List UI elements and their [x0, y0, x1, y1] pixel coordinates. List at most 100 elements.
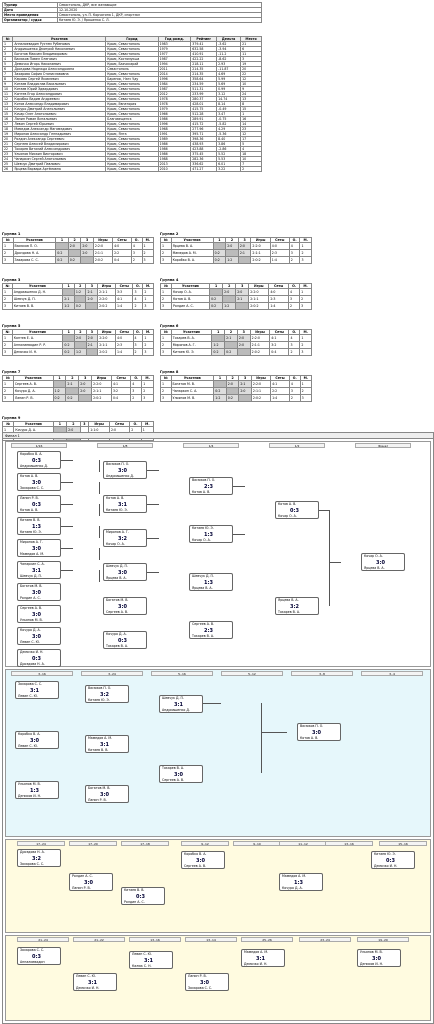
table-cell: 4:1	[114, 295, 134, 303]
table-cell: 1:4	[270, 394, 290, 402]
player-name: Китаев В. В.	[20, 518, 41, 522]
table-cell: 2	[160, 387, 172, 395]
player-name: Захарова С. С.	[20, 486, 45, 490]
table-cell	[235, 302, 250, 310]
player-name: Богатов М. В.	[20, 584, 43, 588]
table-cell: 2	[2, 295, 13, 303]
table-cell: 0:4	[112, 256, 132, 264]
match-score: 1:3	[30, 788, 39, 794]
player-name: Васюков П. О.	[192, 478, 216, 482]
match-score: 3:2	[118, 536, 127, 542]
player-name: Богатов М. В.	[88, 786, 111, 790]
bracket-title[interactable]: Финал 1	[3, 433, 433, 439]
table-cell	[78, 394, 93, 402]
player-name: Калюк С. Н.	[132, 964, 152, 968]
table-cell: 2:0	[80, 249, 94, 257]
table-cell: 3	[2, 394, 14, 402]
player-name: Кочуро Д. А.	[106, 632, 127, 636]
table-cell	[222, 295, 237, 303]
table-cell: 3	[299, 348, 312, 356]
player-name: Андриашенко Д.	[106, 474, 134, 478]
player-name: Сергеев А. В.	[162, 778, 185, 782]
column-header: 1/8	[97, 443, 153, 448]
table-cell: 2:0:2	[97, 348, 117, 356]
table-cell: 2	[132, 302, 144, 310]
table-cell: 2:2:0	[97, 334, 117, 342]
match-score: 1:3	[204, 580, 213, 586]
column-header: 17..18	[121, 841, 169, 846]
table-cell	[225, 387, 240, 395]
table-cell	[85, 348, 99, 356]
group-title: Группа 7	[2, 370, 21, 374]
table-cell: 2	[142, 288, 154, 296]
table-cell: 4	[288, 380, 301, 388]
match-score: 1:3	[204, 532, 213, 538]
match-score: 3:0	[118, 570, 127, 576]
group-title: Группа 8	[160, 370, 179, 374]
table-cell: Котов А. В.	[170, 295, 211, 303]
table-cell: 1	[299, 242, 312, 250]
table-cell: 2:0	[225, 380, 240, 388]
player-name: Мамедов А. М.	[20, 552, 45, 556]
table-cell	[213, 380, 227, 388]
match-score: 3:1	[256, 956, 265, 962]
table-cell: 1:2	[213, 394, 227, 402]
table-cell: 2	[2, 387, 14, 395]
table-cell: 2:0:2	[92, 256, 114, 264]
table-cell: 2	[160, 249, 172, 257]
bracket-connector	[61, 526, 73, 527]
table-cell: 2	[299, 249, 312, 257]
